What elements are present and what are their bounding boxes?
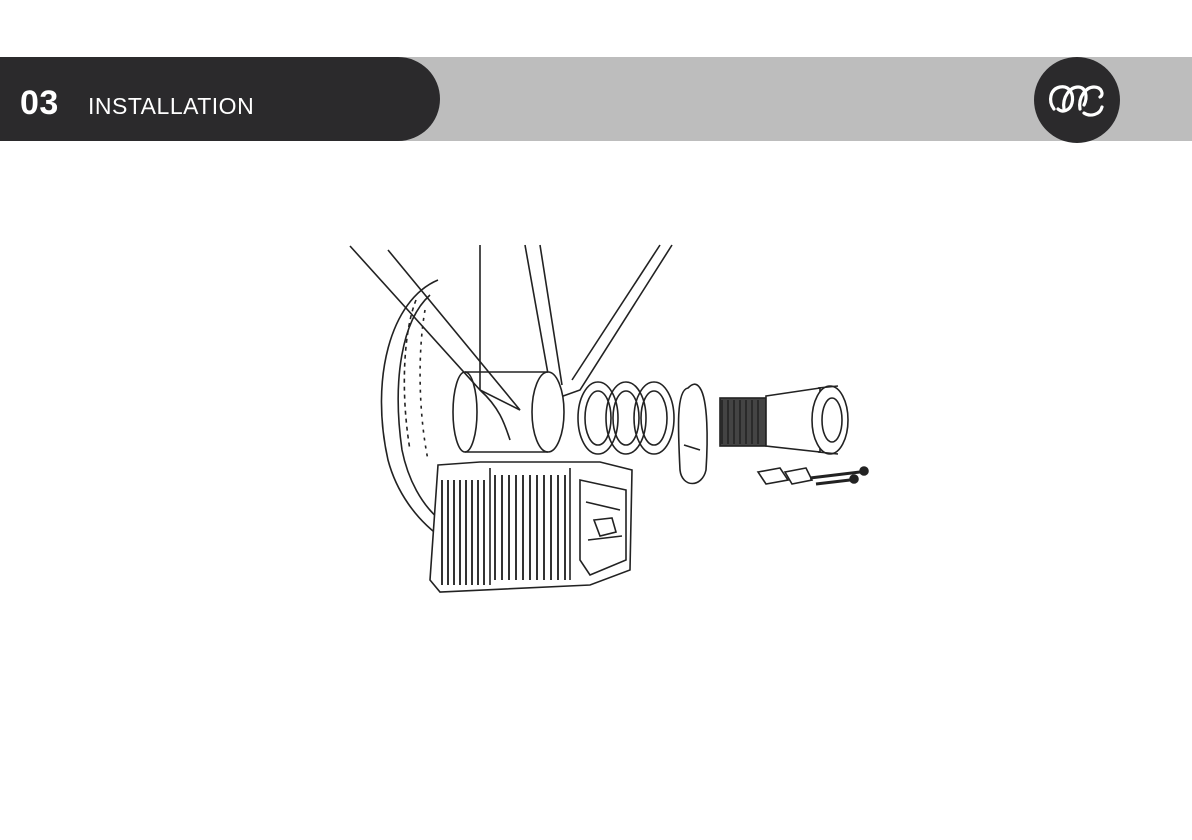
bottom-bracket [720,386,848,454]
power-meter [430,462,632,592]
section-title: INSTALLATION [88,92,254,120]
wedges [758,468,812,484]
installation-diagram [330,240,900,615]
shim [678,384,707,483]
spacer-rings [578,382,674,454]
bolts [810,467,868,484]
brand-logo-icon [1034,57,1120,143]
section-number: 03 [20,84,59,122]
